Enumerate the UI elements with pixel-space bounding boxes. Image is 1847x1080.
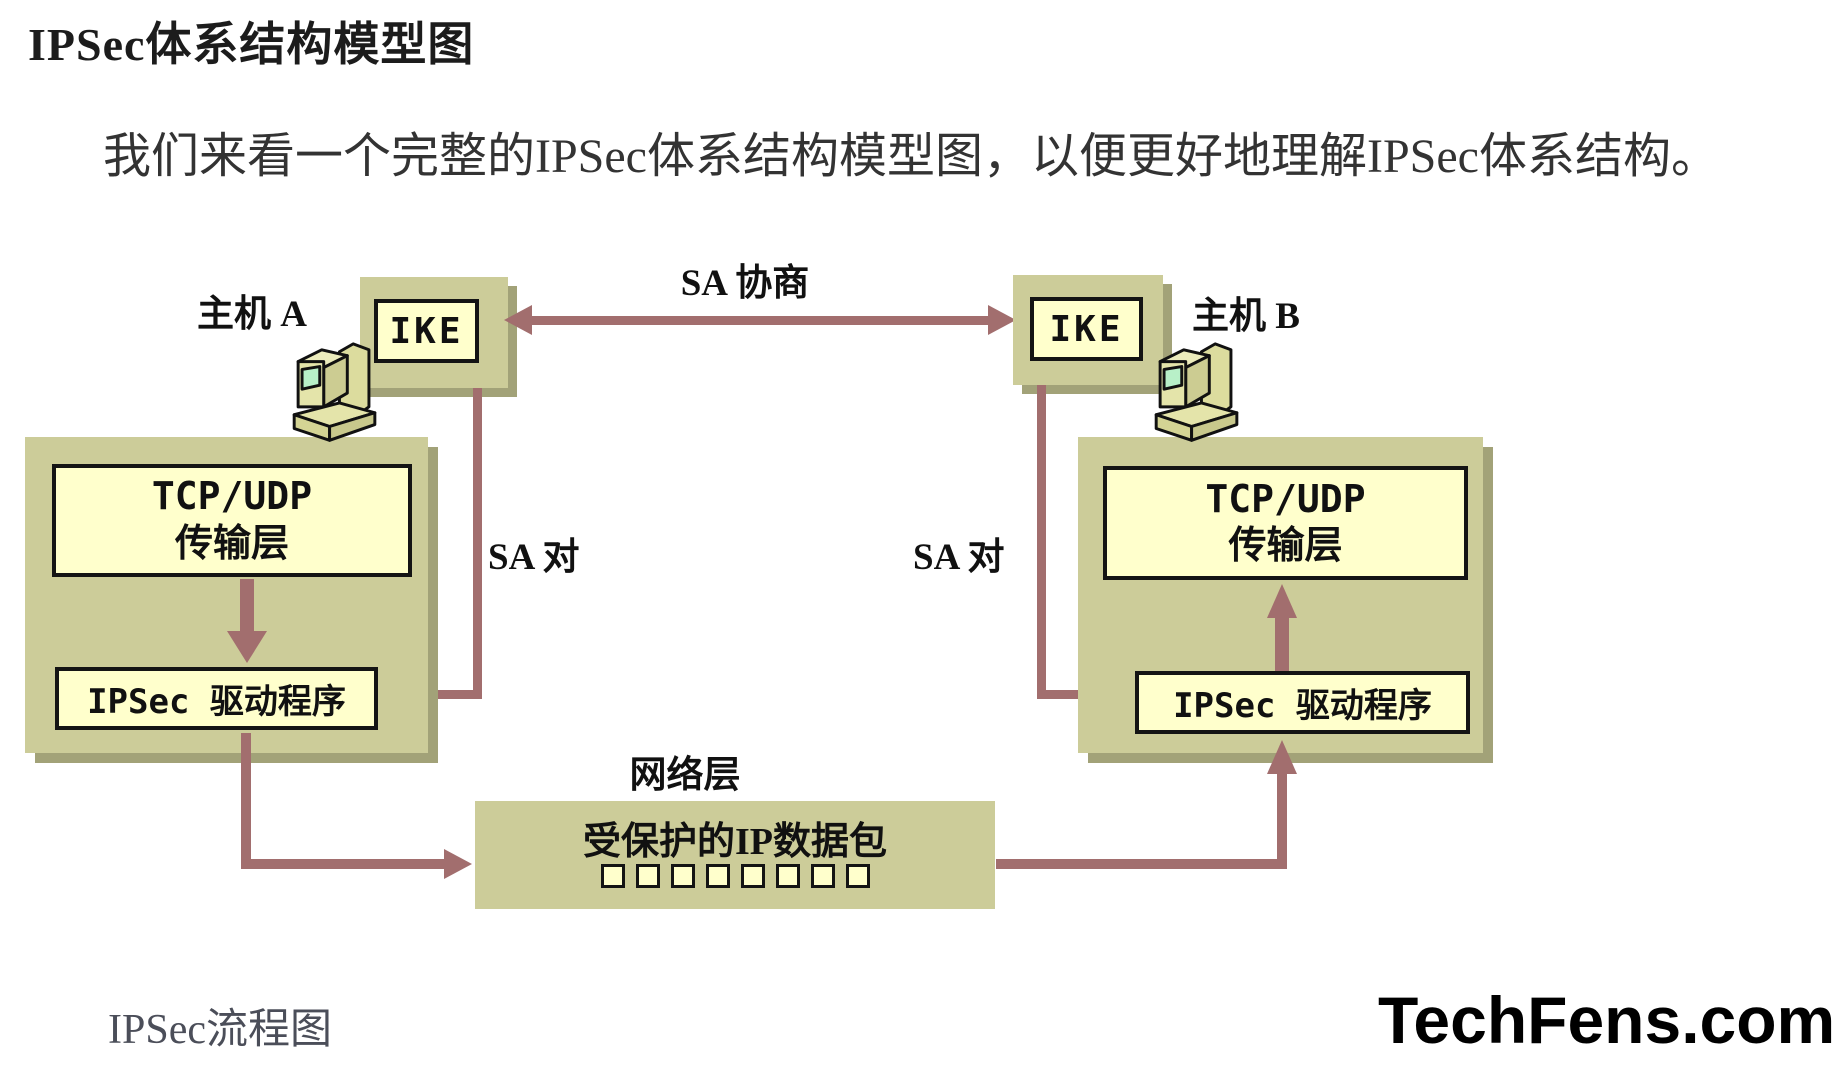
sa-negotiation-arrowhead-right	[988, 305, 1016, 335]
computer-icon	[292, 342, 377, 442]
sa-negotiation-arrow-line	[530, 316, 990, 325]
page-title: IPSec体系结构模型图	[28, 19, 475, 70]
host-a-transport-to-driver-line	[240, 579, 254, 631]
host-a-transport-box: TCP/UDP 传输层	[52, 464, 412, 577]
sa-pair-b-label: SA 对	[913, 537, 1005, 578]
packet-square	[600, 864, 625, 888]
sa-pair-a-label: SA 对	[488, 537, 580, 578]
footer-caption: IPSec流程图	[108, 1007, 332, 1053]
host-a-transport-to-driver-arrowhead	[227, 631, 267, 663]
network-box-label: 受保护的IP数据包	[582, 821, 887, 863]
host-a-transport-line2: 传输层	[174, 522, 289, 565]
host-b-transport-line1: TCP/UDP	[1205, 476, 1366, 521]
host-b-ike-panel: IKE	[1013, 275, 1163, 385]
packet-square	[635, 864, 660, 888]
sa-pair-a-line-vertical	[473, 388, 482, 699]
sa-pair-b-line-horizontal	[1042, 690, 1106, 699]
computer-icon	[1154, 342, 1239, 442]
packet-square	[810, 864, 835, 888]
host-a-ike-label: IKE	[389, 310, 464, 352]
sa-negotiation-arrowhead-left	[504, 305, 532, 335]
network-box	[475, 801, 995, 909]
packet-square	[705, 864, 730, 888]
network-to-host-b-arrowhead	[1267, 740, 1297, 774]
sa-pair-b-line-vertical	[1037, 385, 1046, 699]
host-a-driver-to-network-arrowhead	[444, 849, 472, 879]
host-b-transport-line2: 传输层	[1228, 525, 1343, 567]
host-a-label: 主机 A	[197, 294, 307, 335]
sa-pair-a-line-horizontal	[406, 690, 482, 699]
host-b-label: 主机 B	[1192, 296, 1300, 337]
network-to-host-b-line-vertical	[1277, 773, 1287, 869]
host-b-driver-box: IPSec 驱动程序	[1135, 671, 1470, 734]
host-b-driver-label: IPSec 驱动程序	[1173, 686, 1432, 726]
host-b-ike-box: IKE	[1030, 297, 1143, 361]
host-a-driver-to-network-line-horizontal	[241, 859, 446, 869]
host-a-ike-box: IKE	[374, 299, 479, 363]
packet-square	[845, 864, 870, 888]
network-layer-label: 网络层	[629, 755, 741, 796]
host-b-ike-label: IKE	[1049, 308, 1124, 350]
host-a-driver-to-network-line-vertical	[241, 733, 251, 869]
packet-square	[670, 864, 695, 888]
network-to-host-b-line-horizontal	[996, 859, 1287, 869]
packet-row	[475, 864, 995, 888]
intro-text: 我们来看一个完整的IPSec体系结构模型图，以便更好地理解IPSec体系结构。	[103, 130, 1719, 183]
host-a-stack-panel: TCP/UDP 传输层 IPSec 驱动程序	[25, 437, 428, 753]
host-a-ike-panel: IKE	[360, 277, 508, 388]
watermark: TechFens.com	[1378, 983, 1836, 1057]
host-b-driver-to-transport-line	[1275, 616, 1289, 671]
host-b-transport-box: TCP/UDP 传输层	[1103, 466, 1468, 580]
host-a-transport-line1: TCP/UDP	[151, 474, 313, 518]
packet-square	[775, 864, 800, 888]
host-a-driver-box: IPSec 驱动程序	[55, 667, 378, 730]
host-b-driver-to-transport-arrowhead	[1267, 584, 1297, 618]
packet-square	[740, 864, 765, 888]
sa-negotiation-label: SA 协商	[680, 263, 810, 304]
host-a-driver-label: IPSec 驱动程序	[87, 682, 346, 722]
